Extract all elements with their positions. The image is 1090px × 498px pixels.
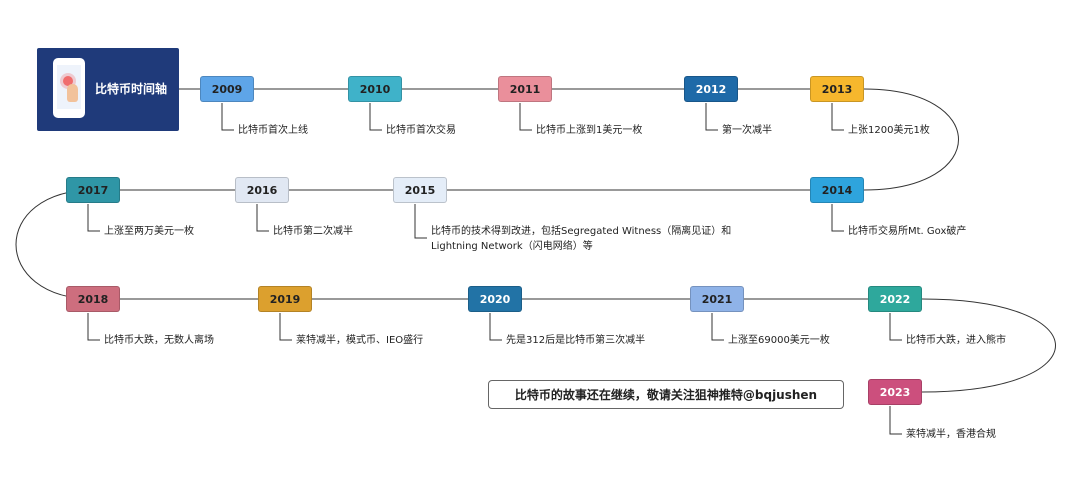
- year-node-2021[interactable]: 2021: [690, 286, 744, 312]
- event-2023: 莱特减半，香港合规: [906, 429, 996, 440]
- event-2015-line-1: 比特币的技术得到改进，包括Segregated Witness（隔离见证）和: [431, 226, 732, 237]
- year-node-2017[interactable]: 2017: [66, 177, 120, 203]
- year-node-2019[interactable]: 2019: [258, 286, 312, 312]
- year-node-2011[interactable]: 2011: [498, 76, 552, 102]
- event-2020: 先是312后是比特币第三次减半: [506, 335, 646, 346]
- event-2011: 比特币上涨到1美元一枚: [536, 125, 643, 136]
- timeline-path: [15, 88, 1056, 393]
- year-node-2020[interactable]: 2020: [468, 286, 522, 312]
- year-node-2022[interactable]: 2022: [868, 286, 922, 312]
- footer-note: 比特币的故事还在继续，敬请关注狙神推特@bqjushen: [488, 380, 844, 409]
- event-2022: 比特币大跌，进入熊市: [906, 335, 1006, 346]
- event-2009: 比特币首次上线: [238, 125, 308, 136]
- title-card: 比特币时间轴: [37, 48, 179, 131]
- year-node-2015[interactable]: 2015: [393, 177, 447, 203]
- event-2016: 比特币第二次减半: [273, 226, 353, 237]
- event-2010: 比特币首次交易: [386, 125, 456, 136]
- year-node-2023[interactable]: 2023: [868, 379, 922, 405]
- year-node-2016[interactable]: 2016: [235, 177, 289, 203]
- year-node-2009[interactable]: 2009: [200, 76, 254, 102]
- phone-touch-icon: [53, 58, 85, 118]
- year-node-2012[interactable]: 2012: [684, 76, 738, 102]
- event-2018: 比特币大跌，无数人离场: [104, 335, 214, 346]
- event-2017: 上涨至两万美元一枚: [104, 226, 194, 237]
- page-title: 比特币时间轴: [95, 82, 168, 96]
- event-2015-line-2: Lightning Network（闪电网络）等: [431, 241, 593, 252]
- event-2019: 莱特减半，模式币、IEO盛行: [296, 335, 424, 346]
- event-2014: 比特币交易所Mt. Gox破产: [848, 226, 967, 237]
- year-node-2013[interactable]: 2013: [810, 76, 864, 102]
- year-node-2014[interactable]: 2014: [810, 177, 864, 203]
- year-node-2018[interactable]: 2018: [66, 286, 120, 312]
- event-2013: 上张1200美元1枚: [848, 125, 930, 136]
- event-2021: 上涨至69000美元一枚: [728, 335, 830, 346]
- year-node-2010[interactable]: 2010: [348, 76, 402, 102]
- event-2012: 第一次减半: [722, 125, 772, 136]
